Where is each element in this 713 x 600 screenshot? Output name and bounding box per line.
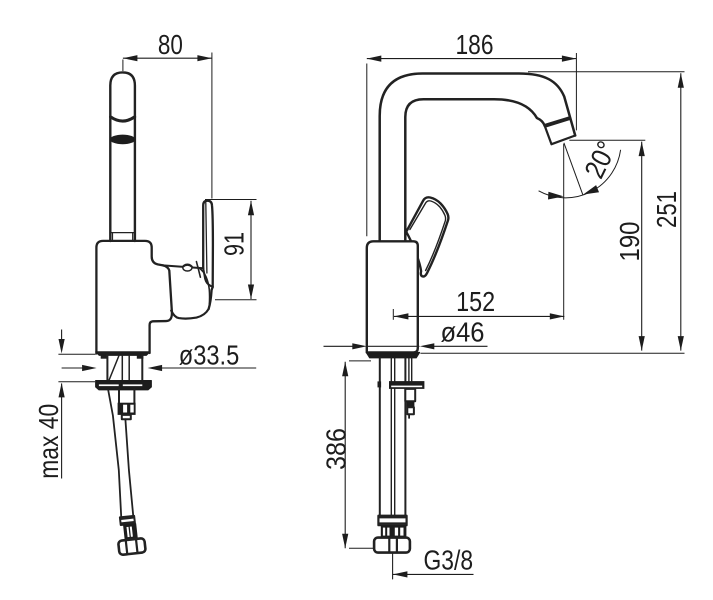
svg-text:80: 80 [158,29,183,60]
svg-text:G3/8: G3/8 [424,545,474,576]
svg-text:190: 190 [614,222,645,262]
svg-text:152: 152 [456,286,495,317]
svg-text:ø33.5: ø33.5 [179,340,240,371]
svg-text:251: 251 [651,191,682,228]
svg-text:ø46: ø46 [441,317,485,348]
svg-text:186: 186 [456,29,494,60]
svg-text:91: 91 [219,232,250,256]
svg-text:max 40: max 40 [33,404,64,479]
svg-text:386: 386 [321,428,352,470]
